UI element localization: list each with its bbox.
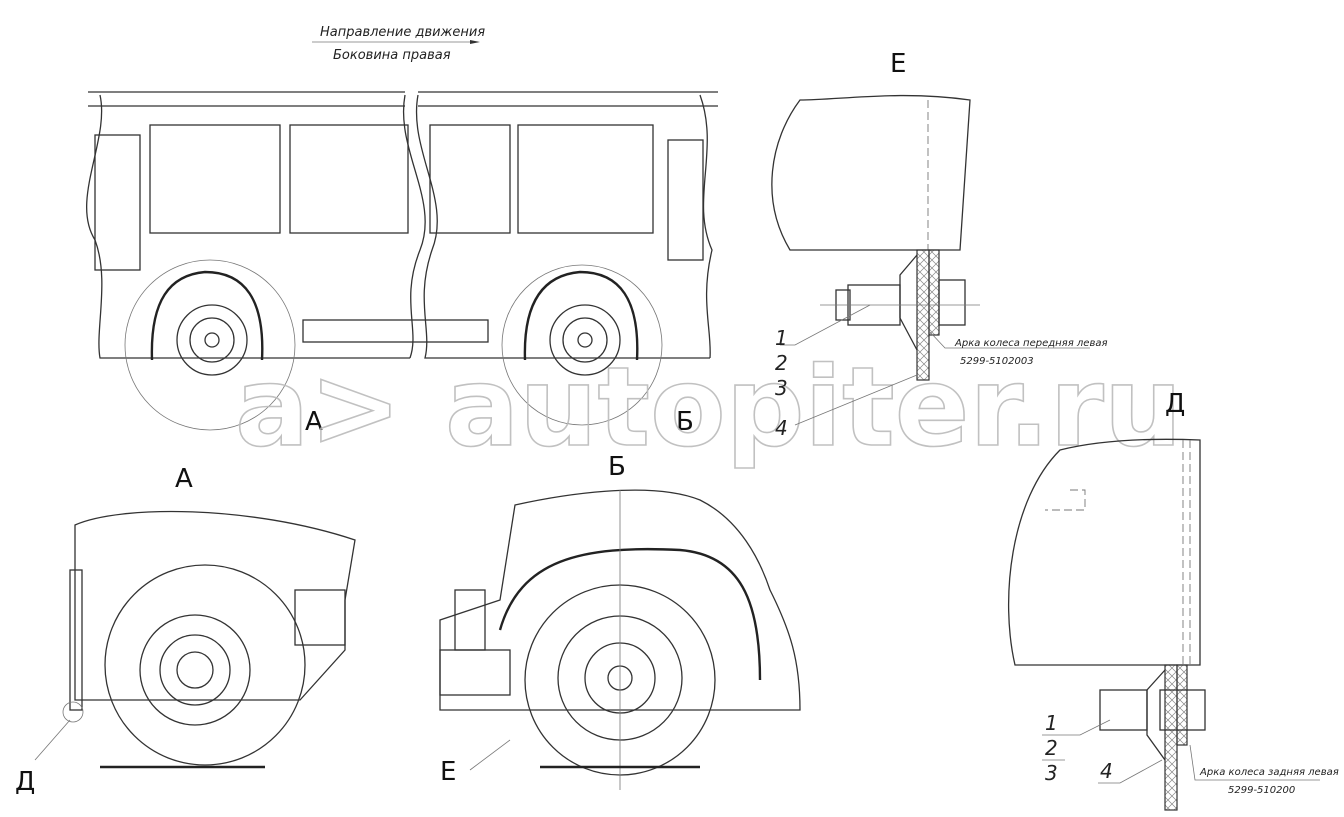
detail-view-d: Д 1 2 3 4 Арка колеса задняя левая 5299-… xyxy=(1008,389,1339,811)
item-4: 4 xyxy=(1100,759,1113,783)
detail-d-note: Арка колеса задняя левая xyxy=(1199,767,1339,778)
item-3: 3 xyxy=(1045,761,1058,785)
bus-side-view: А Б xyxy=(86,91,718,437)
item-4: 4 xyxy=(775,416,788,440)
view-e-title: Е xyxy=(890,49,906,79)
detail-e-part-number: 5299-5102003 xyxy=(960,356,1034,367)
callout-circle-b xyxy=(501,264,663,426)
callout-a-label: А xyxy=(305,407,323,437)
detail-d-part-number: 5299-510200 xyxy=(1228,785,1295,796)
callout-d-label: Д xyxy=(15,767,35,797)
item-1: 1 xyxy=(1045,711,1058,735)
view-a-title: А xyxy=(175,464,193,494)
callout-circle-a xyxy=(124,259,296,431)
detail-e-note: Арка колеса передняя левая xyxy=(954,338,1107,349)
item-3: 3 xyxy=(775,376,788,400)
side-label: Боковина правая xyxy=(333,48,451,63)
watermark-logo: a> xyxy=(235,343,401,471)
view-b: Б Е xyxy=(439,452,801,790)
callout-e-label: Е xyxy=(440,757,456,787)
detail-view-e: Е 1 2 3 4 Арка колеса передняя левая 529… xyxy=(771,49,1107,440)
callout-b-label: Б xyxy=(676,407,694,437)
view-a: А Д xyxy=(15,464,356,797)
item-1: 1 xyxy=(775,326,788,350)
item-2: 2 xyxy=(1045,736,1058,760)
direction-header: Направление движения Боковина правая xyxy=(312,25,485,63)
direction-label: Направление движения xyxy=(320,25,485,40)
watermark: a> autopiter.ru xyxy=(234,342,1183,472)
view-b-title: Б xyxy=(608,452,626,482)
watermark-text: autopiter.ru xyxy=(445,343,1182,471)
view-d-title: Д xyxy=(1165,389,1185,419)
item-2: 2 xyxy=(775,351,788,375)
